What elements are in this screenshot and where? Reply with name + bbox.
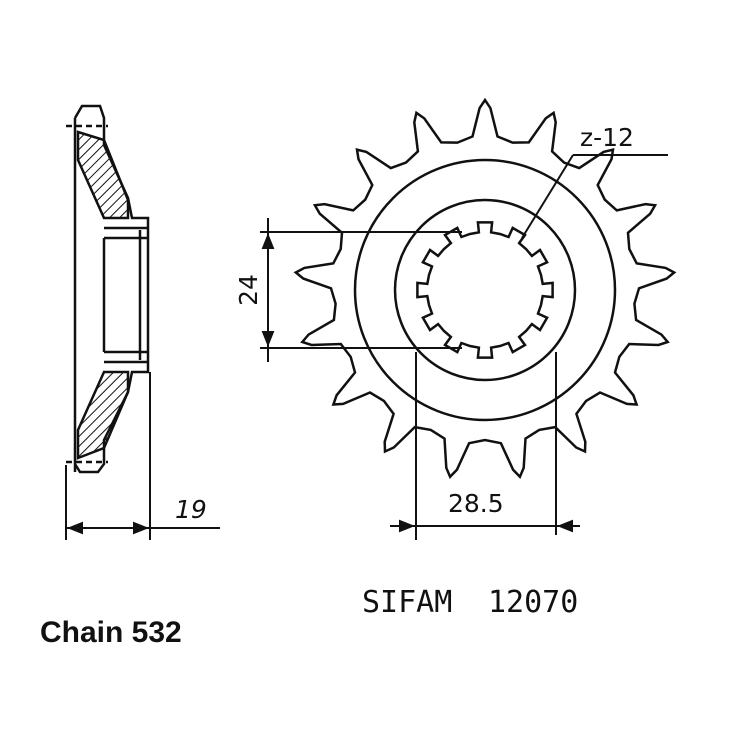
- center-width-label: 28.5: [448, 489, 504, 518]
- hatched-section-bottom: [76, 370, 130, 460]
- brand-label: SIFAM: [362, 585, 452, 620]
- chain-label: Chain 532: [40, 616, 182, 649]
- hub-circle: [393, 198, 577, 382]
- spline-count-label: z-12: [580, 123, 634, 152]
- inner-diameter-label: 24: [234, 274, 263, 306]
- spline-leader: [521, 154, 668, 239]
- hatched-section-top: [76, 130, 130, 220]
- spline-bore-outline: [416, 221, 554, 359]
- side-profile-view: [66, 104, 150, 474]
- center-width-dimension: [390, 352, 580, 540]
- profile-outline: [73, 104, 150, 474]
- side-width-dimension: [65, 372, 220, 540]
- side-width-label: 19: [175, 495, 207, 524]
- part-number-label: 12070: [488, 585, 578, 620]
- inner-diameter-dimension: [260, 218, 462, 362]
- pitch-circle: [353, 158, 617, 422]
- front-view: [293, 97, 677, 480]
